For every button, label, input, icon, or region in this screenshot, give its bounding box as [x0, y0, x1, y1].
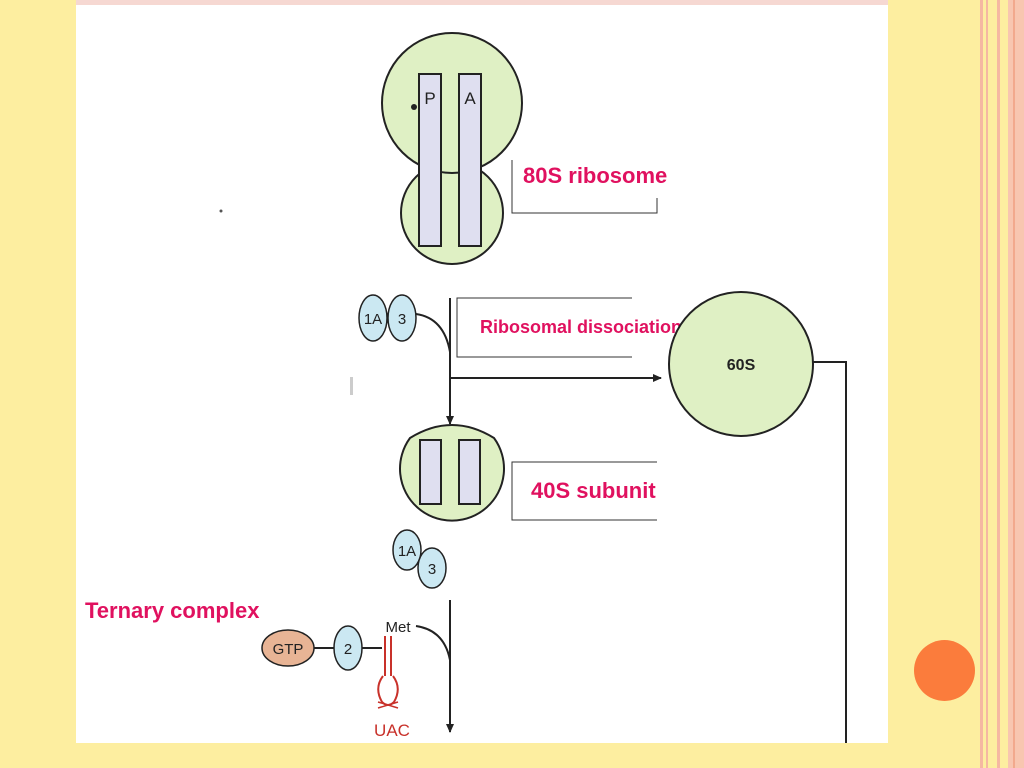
ribosome-80s: P A [381, 32, 523, 265]
callout-40s: 40S subunit [511, 461, 657, 521]
initiation-diagram: P A 80S ribosome 1A 3 Ribosomal dissocia… [85, 32, 847, 743]
mrna-dot [411, 104, 417, 110]
subunit-40s [399, 424, 505, 522]
accent-circle [914, 640, 975, 701]
dissociation-arrows [415, 298, 662, 425]
factor-3 [387, 294, 417, 342]
40s-channel-right [458, 439, 481, 505]
60s-return-line [813, 361, 847, 743]
decor-stripe [980, 0, 983, 768]
factor-pair-top: 1A 3 [358, 294, 417, 342]
met-label: Met [385, 619, 411, 636]
ternary-complex: GTP 2 Met UAC [261, 619, 411, 740]
subunit-60s: 60S [668, 291, 847, 743]
40s-channel-left [419, 439, 442, 505]
callout-40s-text: 40S subunit [531, 478, 656, 503]
panel-top-edge [76, 0, 888, 5]
a-site-label: A [464, 89, 476, 108]
decor-stripe [986, 0, 988, 768]
anticodon-label: UAC [374, 721, 410, 740]
decor-stripe [1008, 0, 1024, 768]
factor-2-label: 2 [344, 641, 352, 658]
p-site-label: P [424, 89, 435, 108]
factor-1a [392, 529, 422, 571]
callout-dissociation-text: Ribosomal dissociation [480, 317, 682, 337]
decor-stripe [997, 0, 1000, 768]
factor-1a-label: 1A [364, 311, 382, 328]
callout-ternary-text: Ternary complex [85, 598, 260, 623]
ternary-joining-arrow [415, 600, 454, 733]
callout-dissociation: Ribosomal dissociation [456, 297, 682, 358]
callout-80s-text: 80S ribosome [523, 163, 667, 188]
figure-panel: P A 80S ribosome 1A 3 Ribosomal dissocia… [76, 0, 888, 743]
p-site-channel [418, 73, 442, 247]
callout-80s: 80S ribosome [511, 160, 667, 214]
factor-3-label: 3 [398, 311, 406, 328]
a-site-channel [458, 73, 482, 247]
subunit-60s-label: 60S [727, 357, 756, 374]
factor-pair-bound: 1A 3 [392, 529, 447, 589]
gtp-label: GTP [273, 641, 304, 658]
factor-3-label: 3 [428, 561, 436, 578]
decor-stripe [1013, 0, 1015, 768]
factor-1a [358, 294, 388, 342]
stray-mark [350, 377, 353, 395]
initiator-trna [377, 636, 399, 709]
factor-1a-label: 1A [398, 543, 416, 560]
factor-3 [417, 547, 447, 589]
stray-mark [219, 209, 223, 213]
